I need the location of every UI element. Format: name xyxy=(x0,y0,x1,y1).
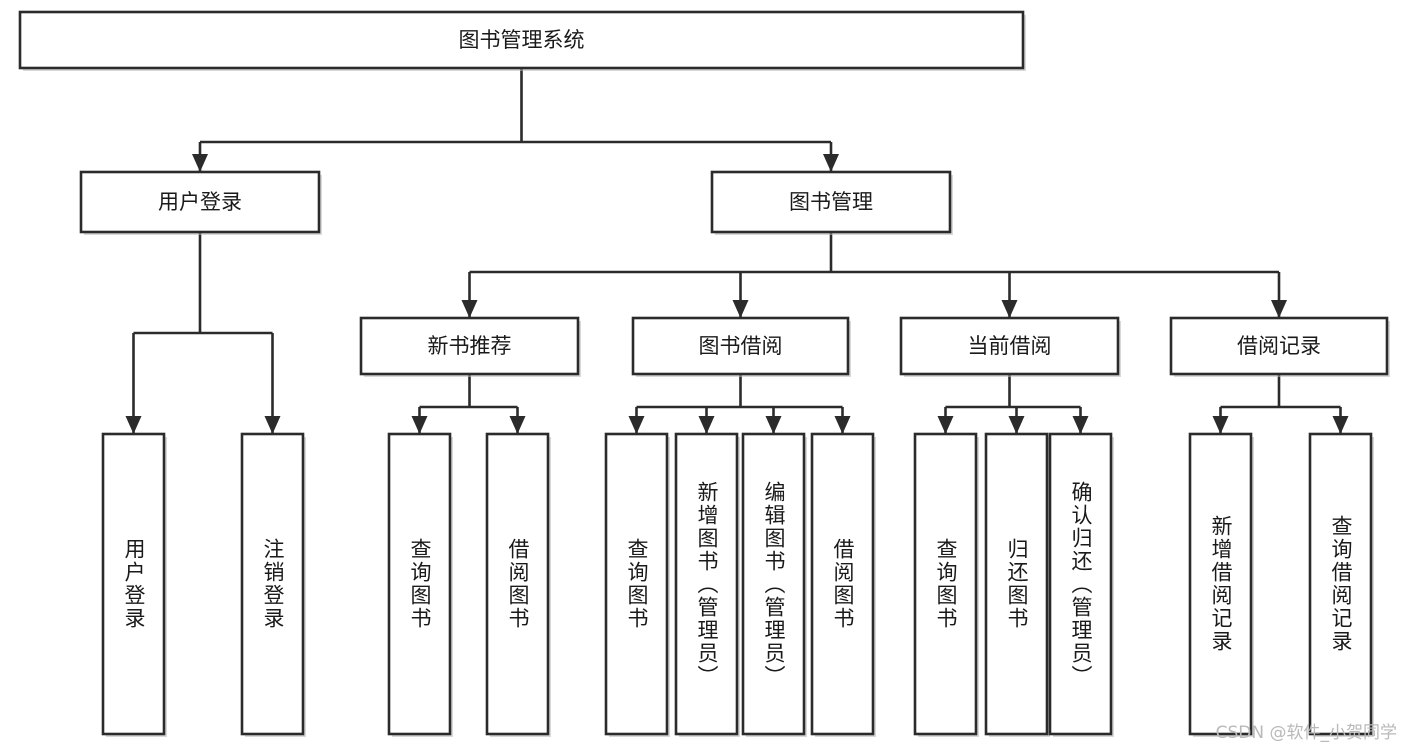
arrow-head-icon xyxy=(411,416,428,434)
arrow-head-icon xyxy=(823,154,839,172)
arrow-head-icon xyxy=(1001,300,1018,318)
watermark-text: CSDN @软件_小贺同学 xyxy=(1215,723,1397,743)
arrow-head-icon xyxy=(834,416,851,434)
node-level3-label-0: 新书推荐 xyxy=(428,334,512,358)
node-level2-label-0: 用户登录 xyxy=(158,190,242,214)
node-leaf-6[interactable] xyxy=(741,432,807,737)
node-level2-1[interactable] xyxy=(710,170,953,235)
node-leaf-3[interactable] xyxy=(485,432,551,737)
node-root[interactable] xyxy=(18,10,1026,71)
node-leaf-4[interactable] xyxy=(604,432,670,737)
node-leaf-5[interactable] xyxy=(674,432,740,737)
arrow-head-icon xyxy=(264,416,281,434)
node-root-label: 图书管理系统 xyxy=(459,28,585,52)
node-level3-0[interactable] xyxy=(359,316,581,377)
arrow-head-icon xyxy=(1212,416,1229,434)
arrow-head-icon xyxy=(125,416,142,434)
arrow-head-icon xyxy=(192,154,208,172)
arrow-head-icon xyxy=(732,300,749,318)
arrow-head-icon xyxy=(765,416,782,434)
node-level2-0[interactable] xyxy=(79,170,322,235)
arrow-head-icon xyxy=(628,416,645,434)
node-level3-3[interactable] xyxy=(1169,316,1390,377)
node-level3-2[interactable] xyxy=(899,316,1121,377)
node-leaf-2[interactable] xyxy=(387,432,453,737)
node-level3-1[interactable] xyxy=(631,316,851,377)
node-leaf-8[interactable] xyxy=(913,432,979,737)
arrow-head-icon xyxy=(1072,416,1089,434)
connector-layer xyxy=(125,68,1349,434)
arrow-head-icon xyxy=(1332,416,1349,434)
arrow-head-icon xyxy=(1271,300,1287,318)
arrow-head-icon xyxy=(937,416,954,434)
node-leaf-12[interactable] xyxy=(1308,432,1374,737)
arrow-head-icon xyxy=(509,416,526,434)
node-leaf-11[interactable] xyxy=(1188,432,1254,737)
node-leaf-10[interactable] xyxy=(1048,432,1114,737)
arrow-head-icon xyxy=(1008,416,1025,434)
node-leaf-9[interactable] xyxy=(984,432,1050,737)
node-level3-label-1: 图书借阅 xyxy=(699,334,783,358)
node-level2-label-1: 图书管理 xyxy=(789,190,873,214)
node-layer xyxy=(18,10,1390,737)
node-level3-label-3: 借阅记录 xyxy=(1237,334,1321,358)
arrow-head-icon xyxy=(698,416,715,434)
arrow-head-icon xyxy=(461,300,478,318)
node-leaf-0[interactable] xyxy=(101,432,167,737)
node-leaf-1[interactable] xyxy=(240,432,306,737)
node-level3-label-2: 当前借阅 xyxy=(968,334,1052,358)
node-leaf-7[interactable] xyxy=(810,432,876,737)
